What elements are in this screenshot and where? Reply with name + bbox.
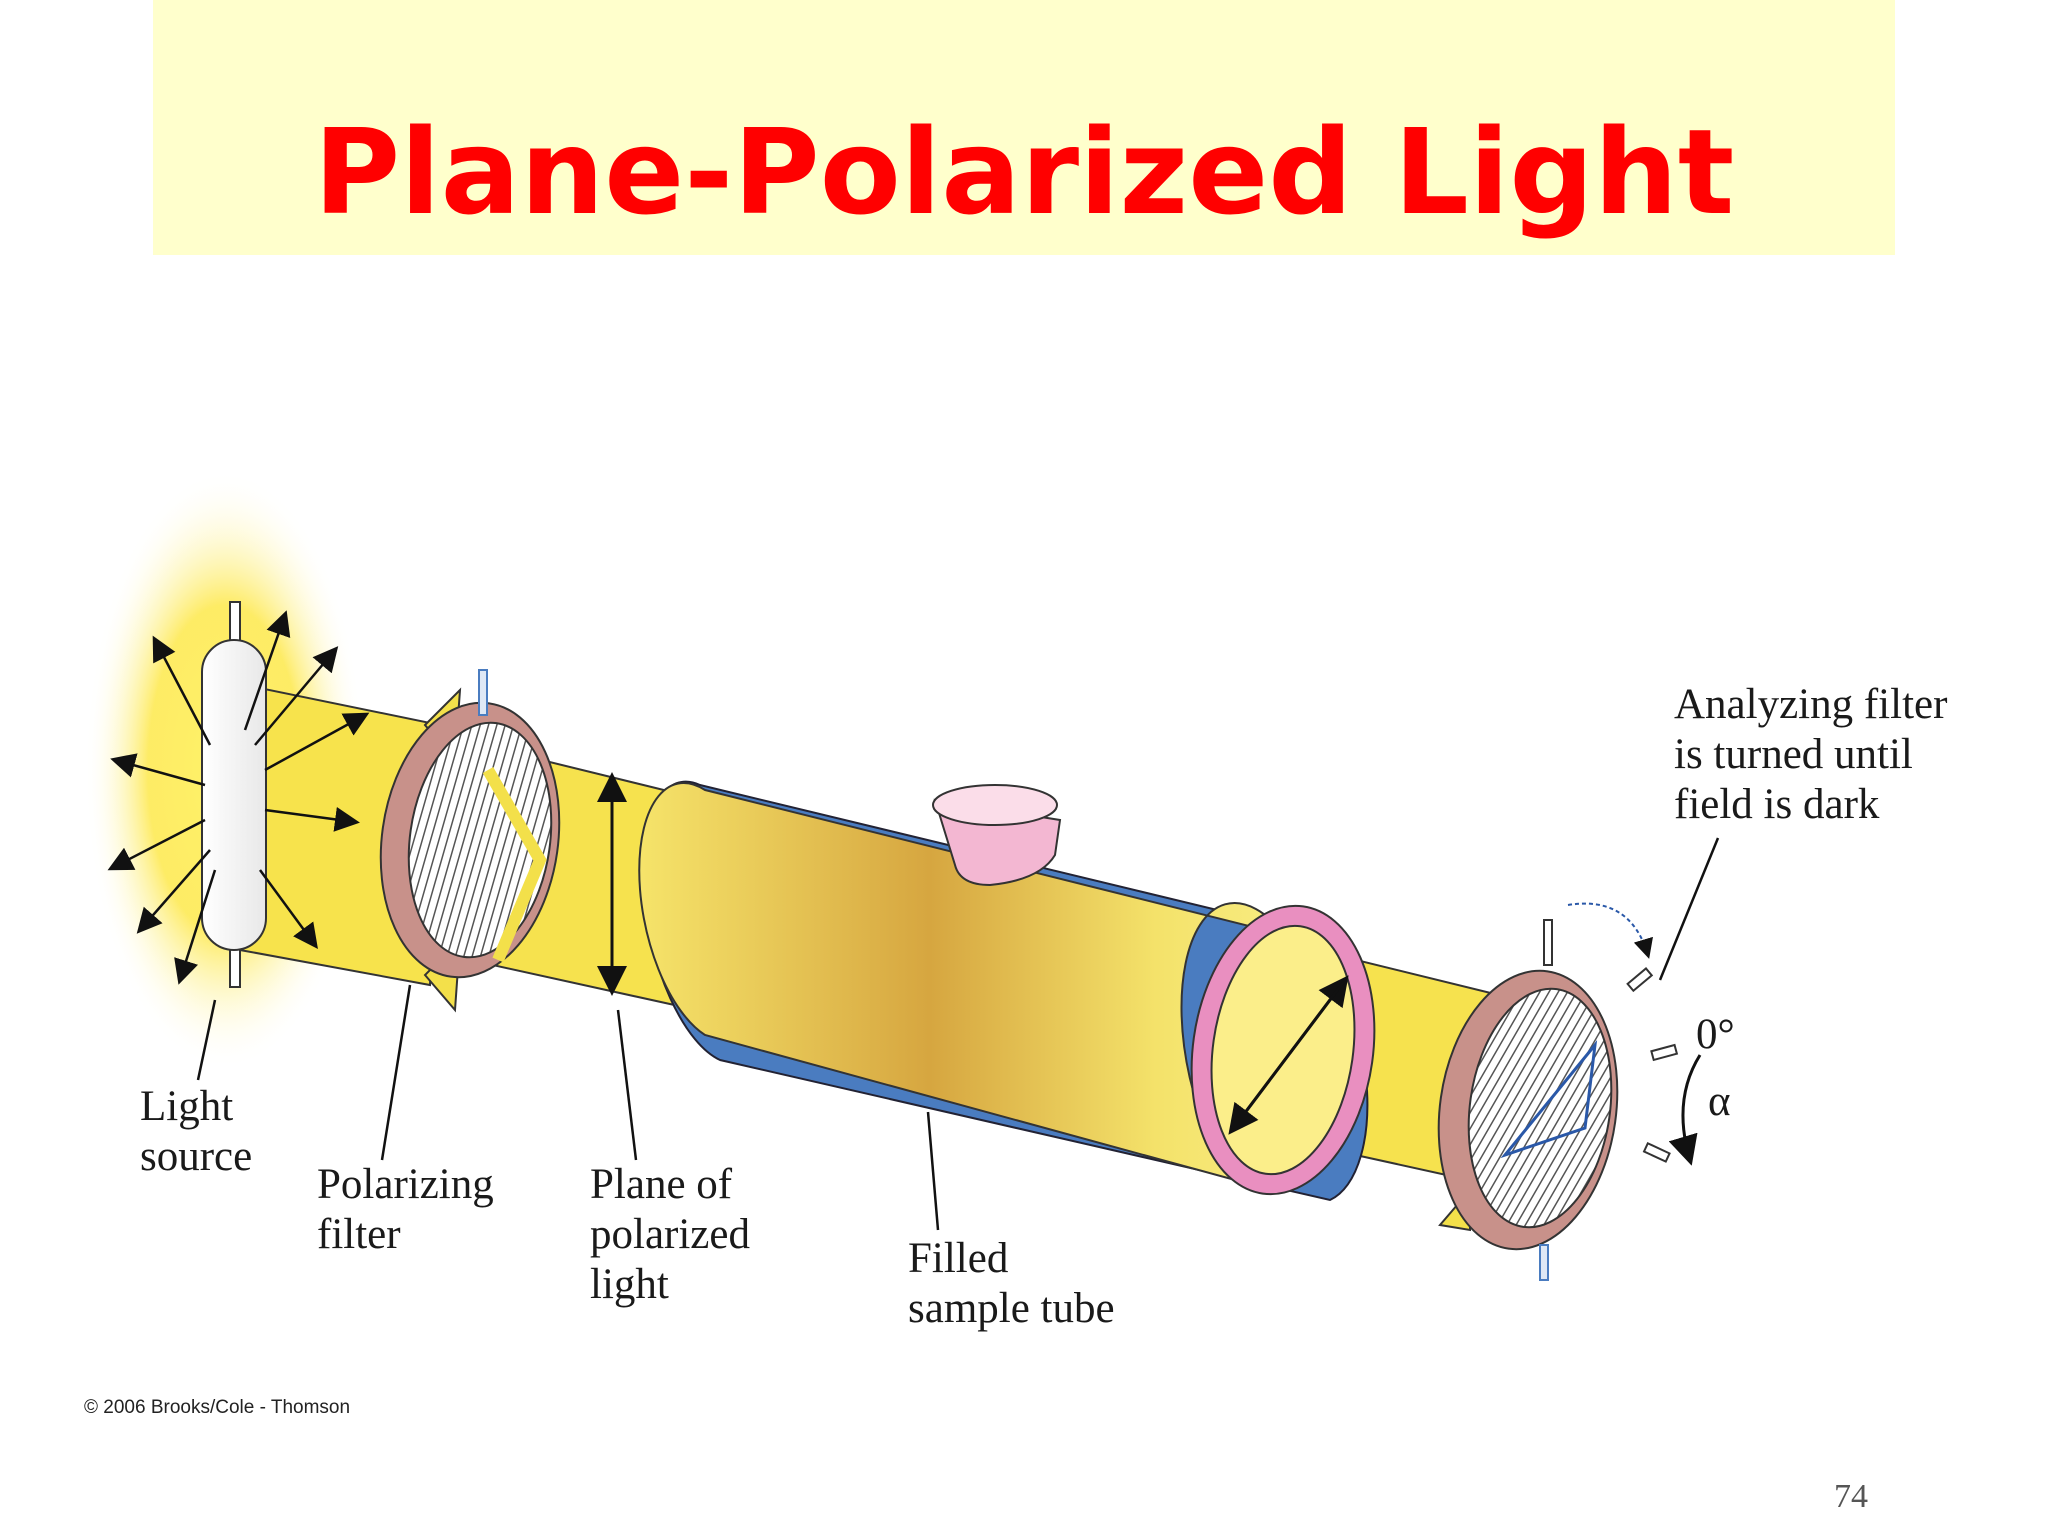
label-leader-lines [196, 837, 1720, 1231]
copyright-notice: © 2006 Brooks/Cole - Thomson [84, 1397, 350, 1418]
alpha-angle-arc [1668, 1054, 1702, 1166]
page-number: 74 [1834, 1478, 1868, 1515]
label-filled-sample-tube: Filled sample tube [908, 1235, 1115, 1332]
label-plane-of-polarized-light: Plane of polarized light [590, 1161, 761, 1308]
analyzing-filter [1437, 919, 1679, 1281]
fill-port-rim [932, 784, 1058, 826]
rotation-direction-arc [1567, 902, 1653, 959]
light-rays [107, 610, 370, 985]
polarizing-filter [379, 669, 561, 1013]
label-alpha: α [1708, 1078, 1731, 1125]
label-analyzing-filter: Analyzing filter is turned until field i… [1674, 681, 1958, 828]
light-source-bulb [201, 601, 267, 988]
label-zero-degree: 0° [1696, 1011, 1735, 1058]
label-light-source: Light source [140, 1083, 252, 1180]
title-band: Plane-Polarized Light [153, 0, 1895, 255]
label-polarizing-filter: Polarizing filter [317, 1161, 505, 1258]
page-title: Plane-Polarized Light [313, 103, 1735, 241]
rotated-plane-arrow-tail [1228, 979, 1347, 1135]
